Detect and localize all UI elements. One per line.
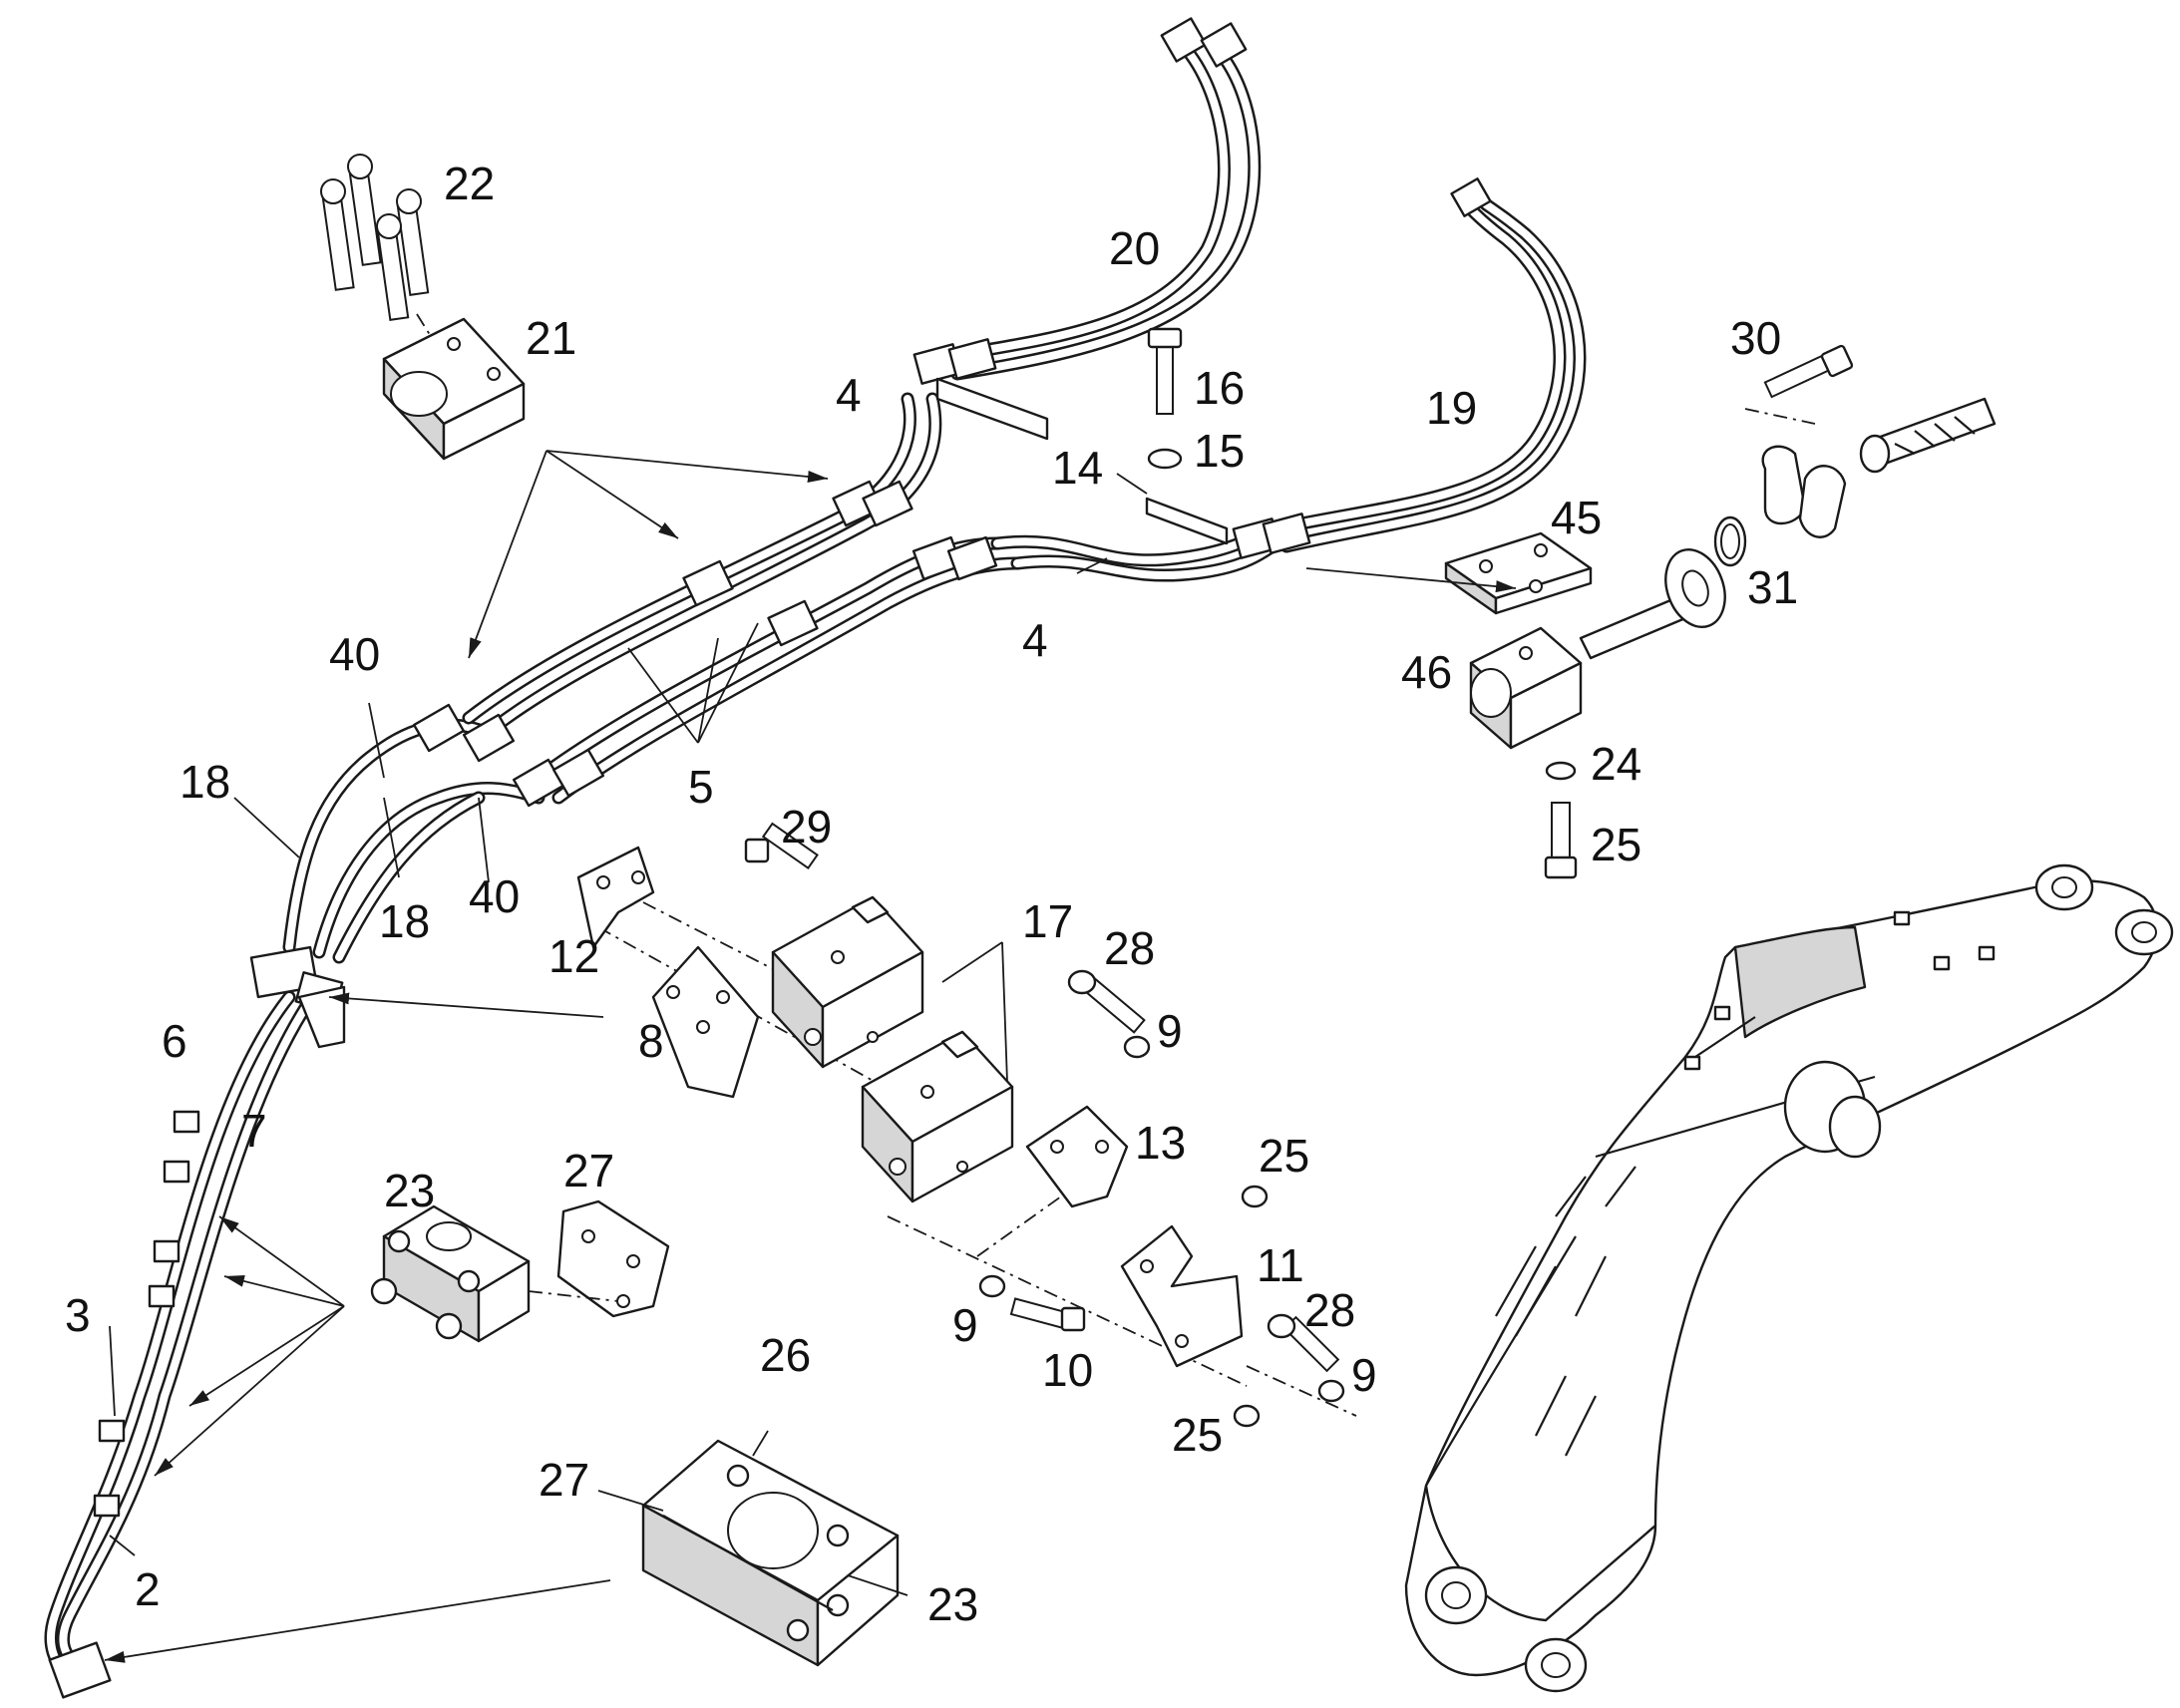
callout-9-right: 9 [1351, 1349, 1377, 1401]
washer-15 [1147, 448, 1183, 470]
callout-45: 45 [1551, 492, 1602, 543]
callout-2: 2 [135, 1563, 161, 1615]
callout-15: 15 [1194, 425, 1245, 477]
washer-9-right [1317, 1379, 1345, 1403]
callout-19: 19 [1426, 382, 1477, 434]
callout-23-lower: 23 [927, 1578, 978, 1630]
callout-29: 29 [781, 801, 832, 853]
bracket-8 [651, 945, 760, 1099]
callout-4-upper: 4 [836, 369, 862, 421]
clamp-assembly-lower [641, 1439, 900, 1667]
callout-9-left: 9 [952, 1299, 978, 1351]
callout-26: 26 [760, 1329, 811, 1381]
callout-24: 24 [1591, 738, 1641, 790]
callout-13: 13 [1135, 1117, 1186, 1169]
callout-7: 7 [241, 1105, 267, 1157]
nut-25-upper [1241, 1185, 1269, 1208]
callout-28-lower: 28 [1304, 1284, 1355, 1336]
washer-24 [1545, 761, 1577, 781]
bolt-29 [744, 822, 819, 870]
washer-9-upper [1123, 1035, 1151, 1059]
split-flange [1761, 445, 1847, 538]
callout-3: 3 [65, 1289, 91, 1341]
callout-labels: 22 21 20 4 16 15 14 19 30 45 31 4 46 24 … [65, 158, 1798, 1630]
callout-11: 11 [1257, 1239, 1304, 1291]
callout-40-lower: 40 [469, 870, 520, 922]
boom-arm [1404, 863, 2174, 1693]
callout-12: 12 [548, 930, 599, 982]
callout-28-upper: 28 [1104, 922, 1155, 974]
callout-25-lower: 25 [1172, 1409, 1223, 1461]
callout-31: 31 [1747, 561, 1798, 613]
callout-23-upper: 23 [384, 1165, 435, 1216]
threaded-fitting [1859, 397, 1997, 474]
callout-20: 20 [1109, 222, 1160, 274]
callout-4-lower: 4 [1022, 614, 1048, 666]
callout-16: 16 [1194, 362, 1245, 414]
block-21 [382, 317, 526, 461]
bracket-12 [576, 846, 655, 949]
clamp-23-upper [370, 1204, 531, 1343]
leader-lines [104, 450, 1148, 1663]
bolt-28-upper [1067, 969, 1146, 1034]
bolt-10 [1009, 1297, 1086, 1332]
plate-45 [1444, 531, 1593, 615]
callout-18-left: 18 [180, 756, 230, 808]
callout-25-right: 25 [1591, 819, 1641, 870]
bolt-28-lower [1267, 1313, 1340, 1373]
bracket-14 [935, 377, 1049, 441]
callout-25-mid: 25 [1259, 1130, 1309, 1182]
callout-27-upper: 27 [563, 1145, 614, 1196]
block-17-upper [771, 895, 924, 1069]
block-46 [1469, 626, 1583, 750]
bracket-13 [1025, 1105, 1129, 1208]
bracket-14-lower [1145, 497, 1229, 545]
bolts-22 [320, 154, 430, 321]
bolt-30 [1763, 344, 1854, 399]
block-17-lower [861, 1030, 1014, 1203]
callout-21: 21 [526, 312, 576, 364]
hose-clamps [48, 17, 1492, 1699]
callout-10: 10 [1042, 1344, 1093, 1396]
bracket-junction [297, 985, 346, 1049]
plate-27-upper [556, 1199, 670, 1318]
callout-22: 22 [444, 158, 495, 209]
callout-6: 6 [162, 1015, 187, 1067]
nut-25-lower [1233, 1404, 1261, 1428]
callout-40-upper: 40 [329, 628, 380, 680]
callout-8: 8 [638, 1015, 664, 1067]
bolt-16 [1147, 327, 1183, 415]
callout-17: 17 [1022, 895, 1073, 947]
callout-30: 30 [1730, 312, 1781, 364]
callout-14: 14 [1052, 442, 1103, 494]
callout-5: 5 [688, 761, 714, 813]
callout-27-lower: 27 [539, 1454, 589, 1506]
hose-assembly [44, 17, 1587, 1699]
callout-9-upper: 9 [1157, 1005, 1183, 1057]
shaft-flange [1579, 548, 1726, 660]
washer-9-left [978, 1274, 1006, 1298]
callout-18-lower: 18 [379, 895, 430, 947]
callout-46: 46 [1401, 646, 1452, 698]
bracket-11 [1120, 1224, 1244, 1368]
bolt-25-right [1544, 802, 1578, 879]
